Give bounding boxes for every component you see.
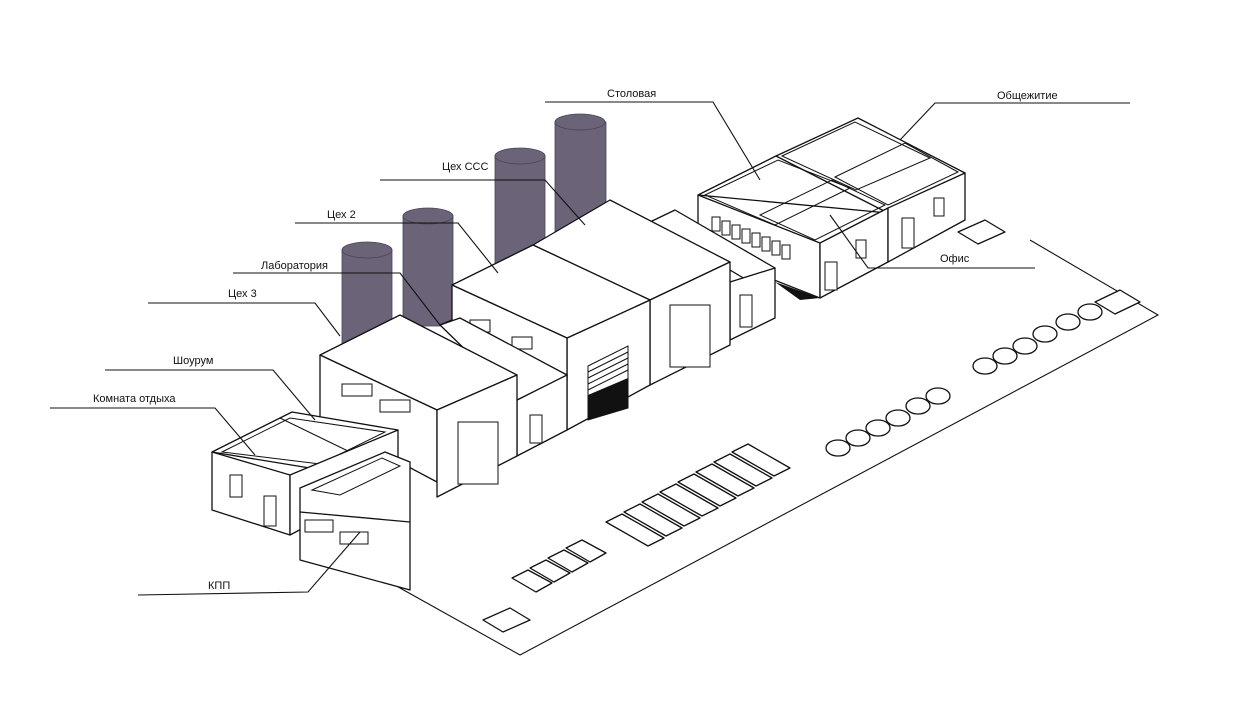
label-tsekh-2: Цех 2 — [327, 209, 356, 221]
label-laboratoriya: Лаборатория — [261, 260, 328, 272]
label-tsekh-3: Цех 3 — [228, 288, 257, 300]
label-kpp: КПП — [208, 580, 230, 592]
label-ofis: Офис — [940, 253, 970, 265]
label-komnata-otdykha: Комната отдыха — [93, 393, 176, 405]
label-shourum: Шоурум — [173, 355, 213, 367]
label-stolovaya: Столовая — [607, 88, 656, 100]
trucks — [512, 444, 790, 592]
label-obshchezhitie: Общежитие — [997, 90, 1058, 102]
truck-small-row — [512, 540, 606, 592]
planter-1 — [483, 608, 530, 632]
silo-2 — [403, 208, 453, 326]
planter-2 — [958, 220, 1005, 244]
tree-row-2 — [973, 304, 1102, 374]
truck-large-row — [606, 444, 790, 546]
tree-row-1 — [826, 388, 950, 456]
label-tsekh-sss: Цех ССС — [442, 161, 488, 173]
